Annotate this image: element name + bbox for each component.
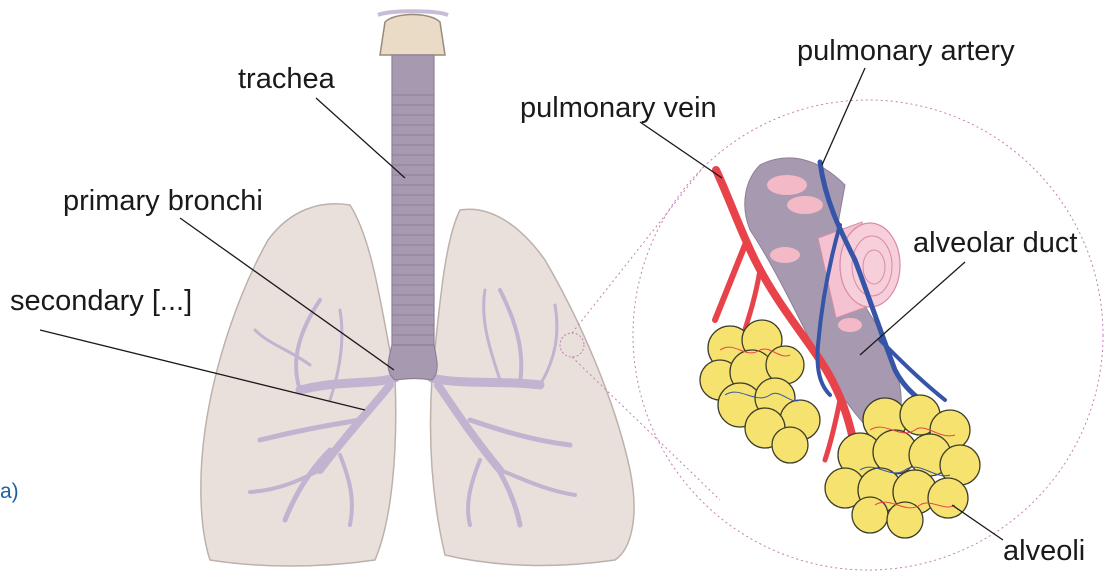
alveoli-cluster-upper: [700, 320, 820, 463]
leader-alveoli: [952, 505, 1003, 540]
label-pulmonary-artery: pulmonary artery: [797, 35, 1015, 67]
leader-pulmonary-vein: [640, 122, 722, 178]
leader-pulmonary-artery: [822, 68, 865, 165]
label-alveoli: alveoli: [1003, 535, 1085, 567]
label-pulmonary-vein: pulmonary vein: [520, 92, 717, 124]
label-trachea: trachea: [238, 63, 336, 95]
zoom-line-top: [572, 165, 705, 333]
label-secondary: secondary [...]: [10, 285, 192, 317]
label-primary-bronchi: primary bronchi: [63, 185, 263, 217]
corner-mark: a): [0, 480, 19, 503]
label-alveolar-duct: alveolar duct: [913, 227, 1077, 259]
